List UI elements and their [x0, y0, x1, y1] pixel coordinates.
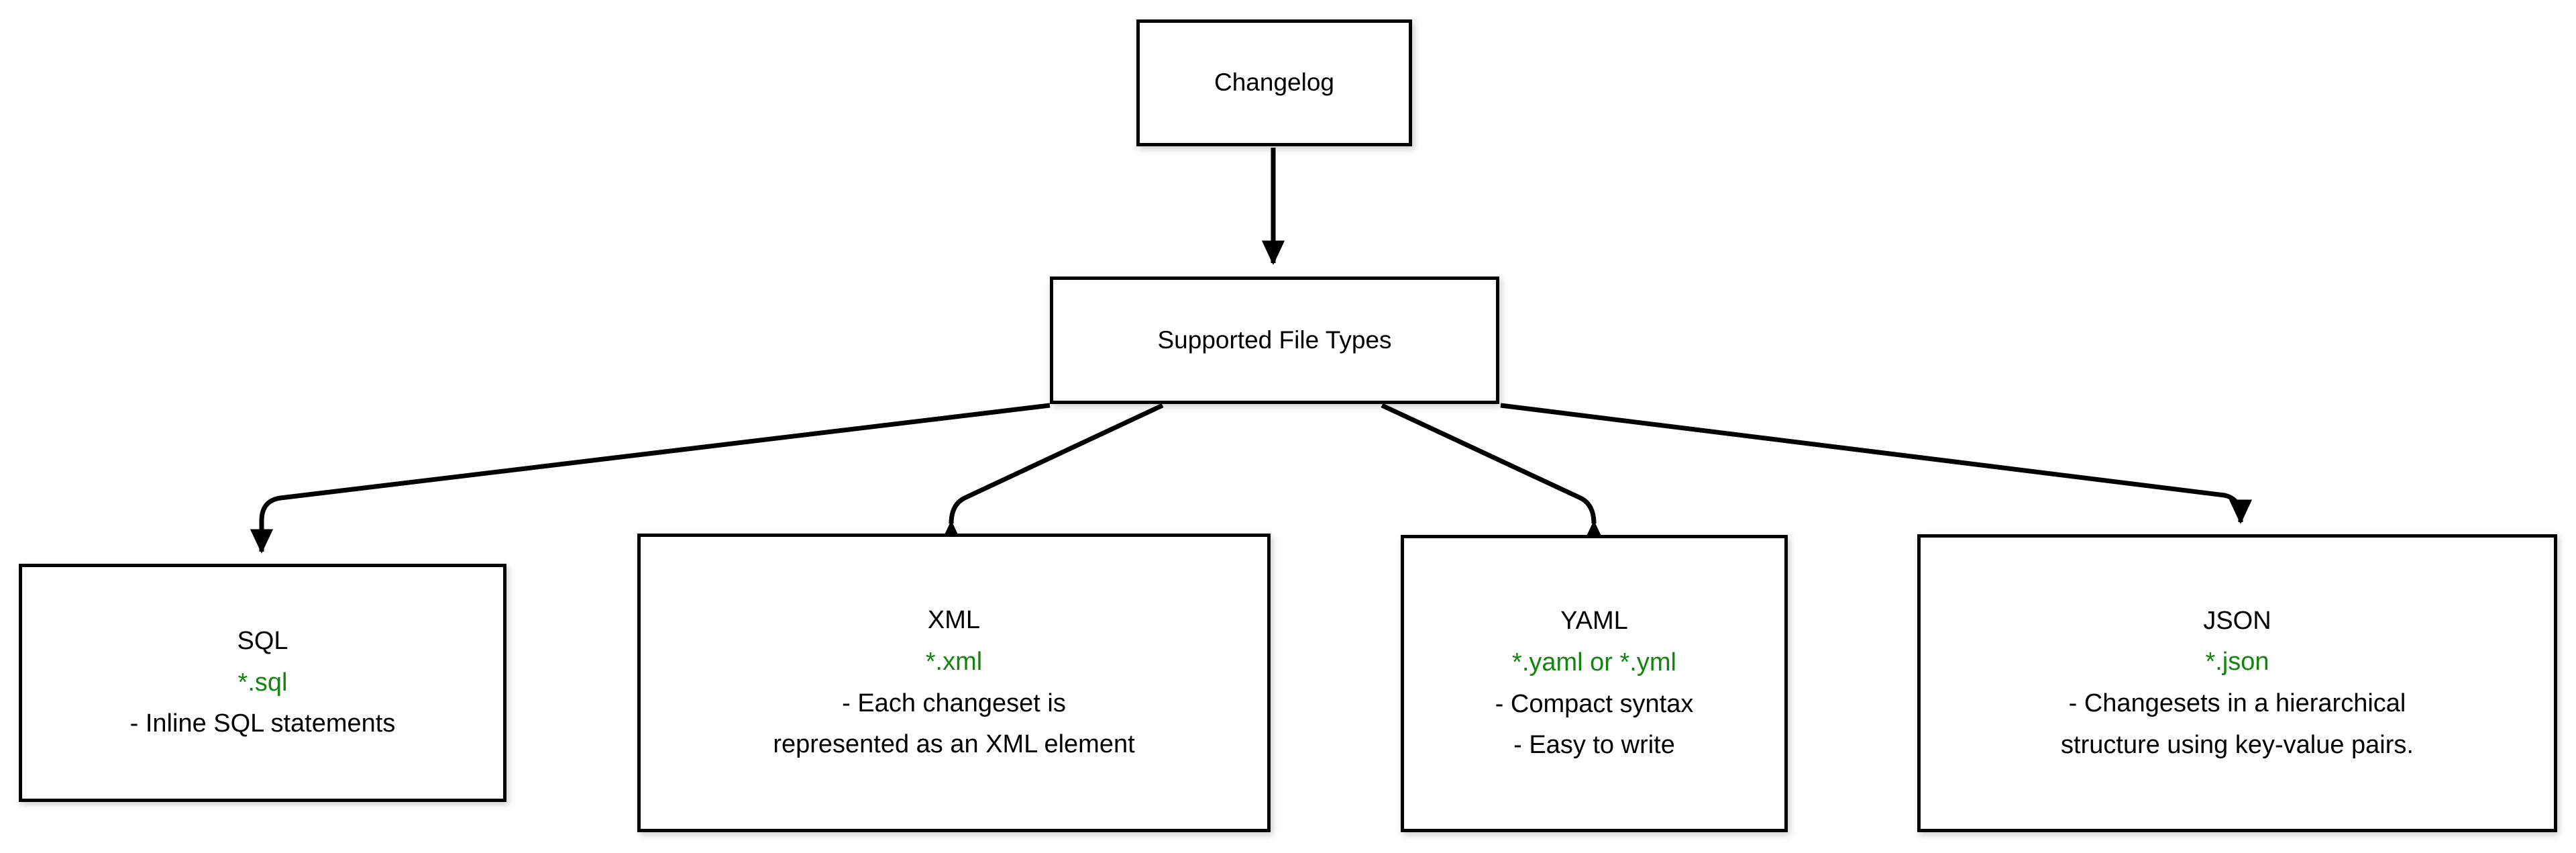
node-supported-file-types-label: Supported File Types	[1157, 325, 1392, 354]
node-yaml-title: YAML	[1560, 607, 1628, 636]
node-xml-detail-line-1: - Each changeset is	[842, 689, 1066, 717]
node-changelog[interactable]: Changelog	[1136, 19, 1412, 146]
node-json-detail-line-2: structure using key-value pairs.	[2061, 730, 2414, 759]
node-json-title: JSON	[2203, 606, 2271, 635]
node-yaml-detail-line-2: - Easy to write	[1513, 731, 1675, 760]
node-json-extension: *.json	[2205, 648, 2269, 676]
node-sql-detail: - Inline SQL statements	[129, 709, 396, 738]
node-xml-extension: *.xml	[925, 647, 983, 676]
edge-supported-to-json	[1500, 403, 2253, 524]
node-yaml[interactable]: YAML *.yaml or *.yml - Compact syntax - …	[1401, 535, 1788, 832]
node-yaml-detail-line-1: - Compact syntax	[1495, 689, 1694, 718]
node-supported-file-types[interactable]: Supported File Types	[1050, 277, 1499, 404]
node-sql-extension: *.sql	[237, 668, 288, 697]
edge-supported-to-xml	[939, 403, 1164, 545]
node-xml[interactable]: XML *.xml - Each changeset is represente…	[637, 534, 1271, 832]
node-yaml-extension: *.yaml or *.yml	[1512, 648, 1676, 676]
node-json-detail-line-1: - Changesets in a hierarchical	[2068, 689, 2406, 717]
node-json[interactable]: JSON *.json - Changesets in a hierarchic…	[1917, 534, 2557, 832]
node-xml-title: XML	[927, 606, 981, 635]
edge-supported-to-yaml	[1381, 403, 1606, 545]
node-xml-detail-line-2: represented as an XML element	[773, 730, 1135, 759]
node-changelog-label: Changelog	[1214, 68, 1334, 97]
edge-supported-to-sql	[250, 403, 1051, 554]
node-sql-title: SQL	[237, 627, 288, 656]
node-sql[interactable]: SQL *.sql - Inline SQL statements	[19, 564, 506, 802]
